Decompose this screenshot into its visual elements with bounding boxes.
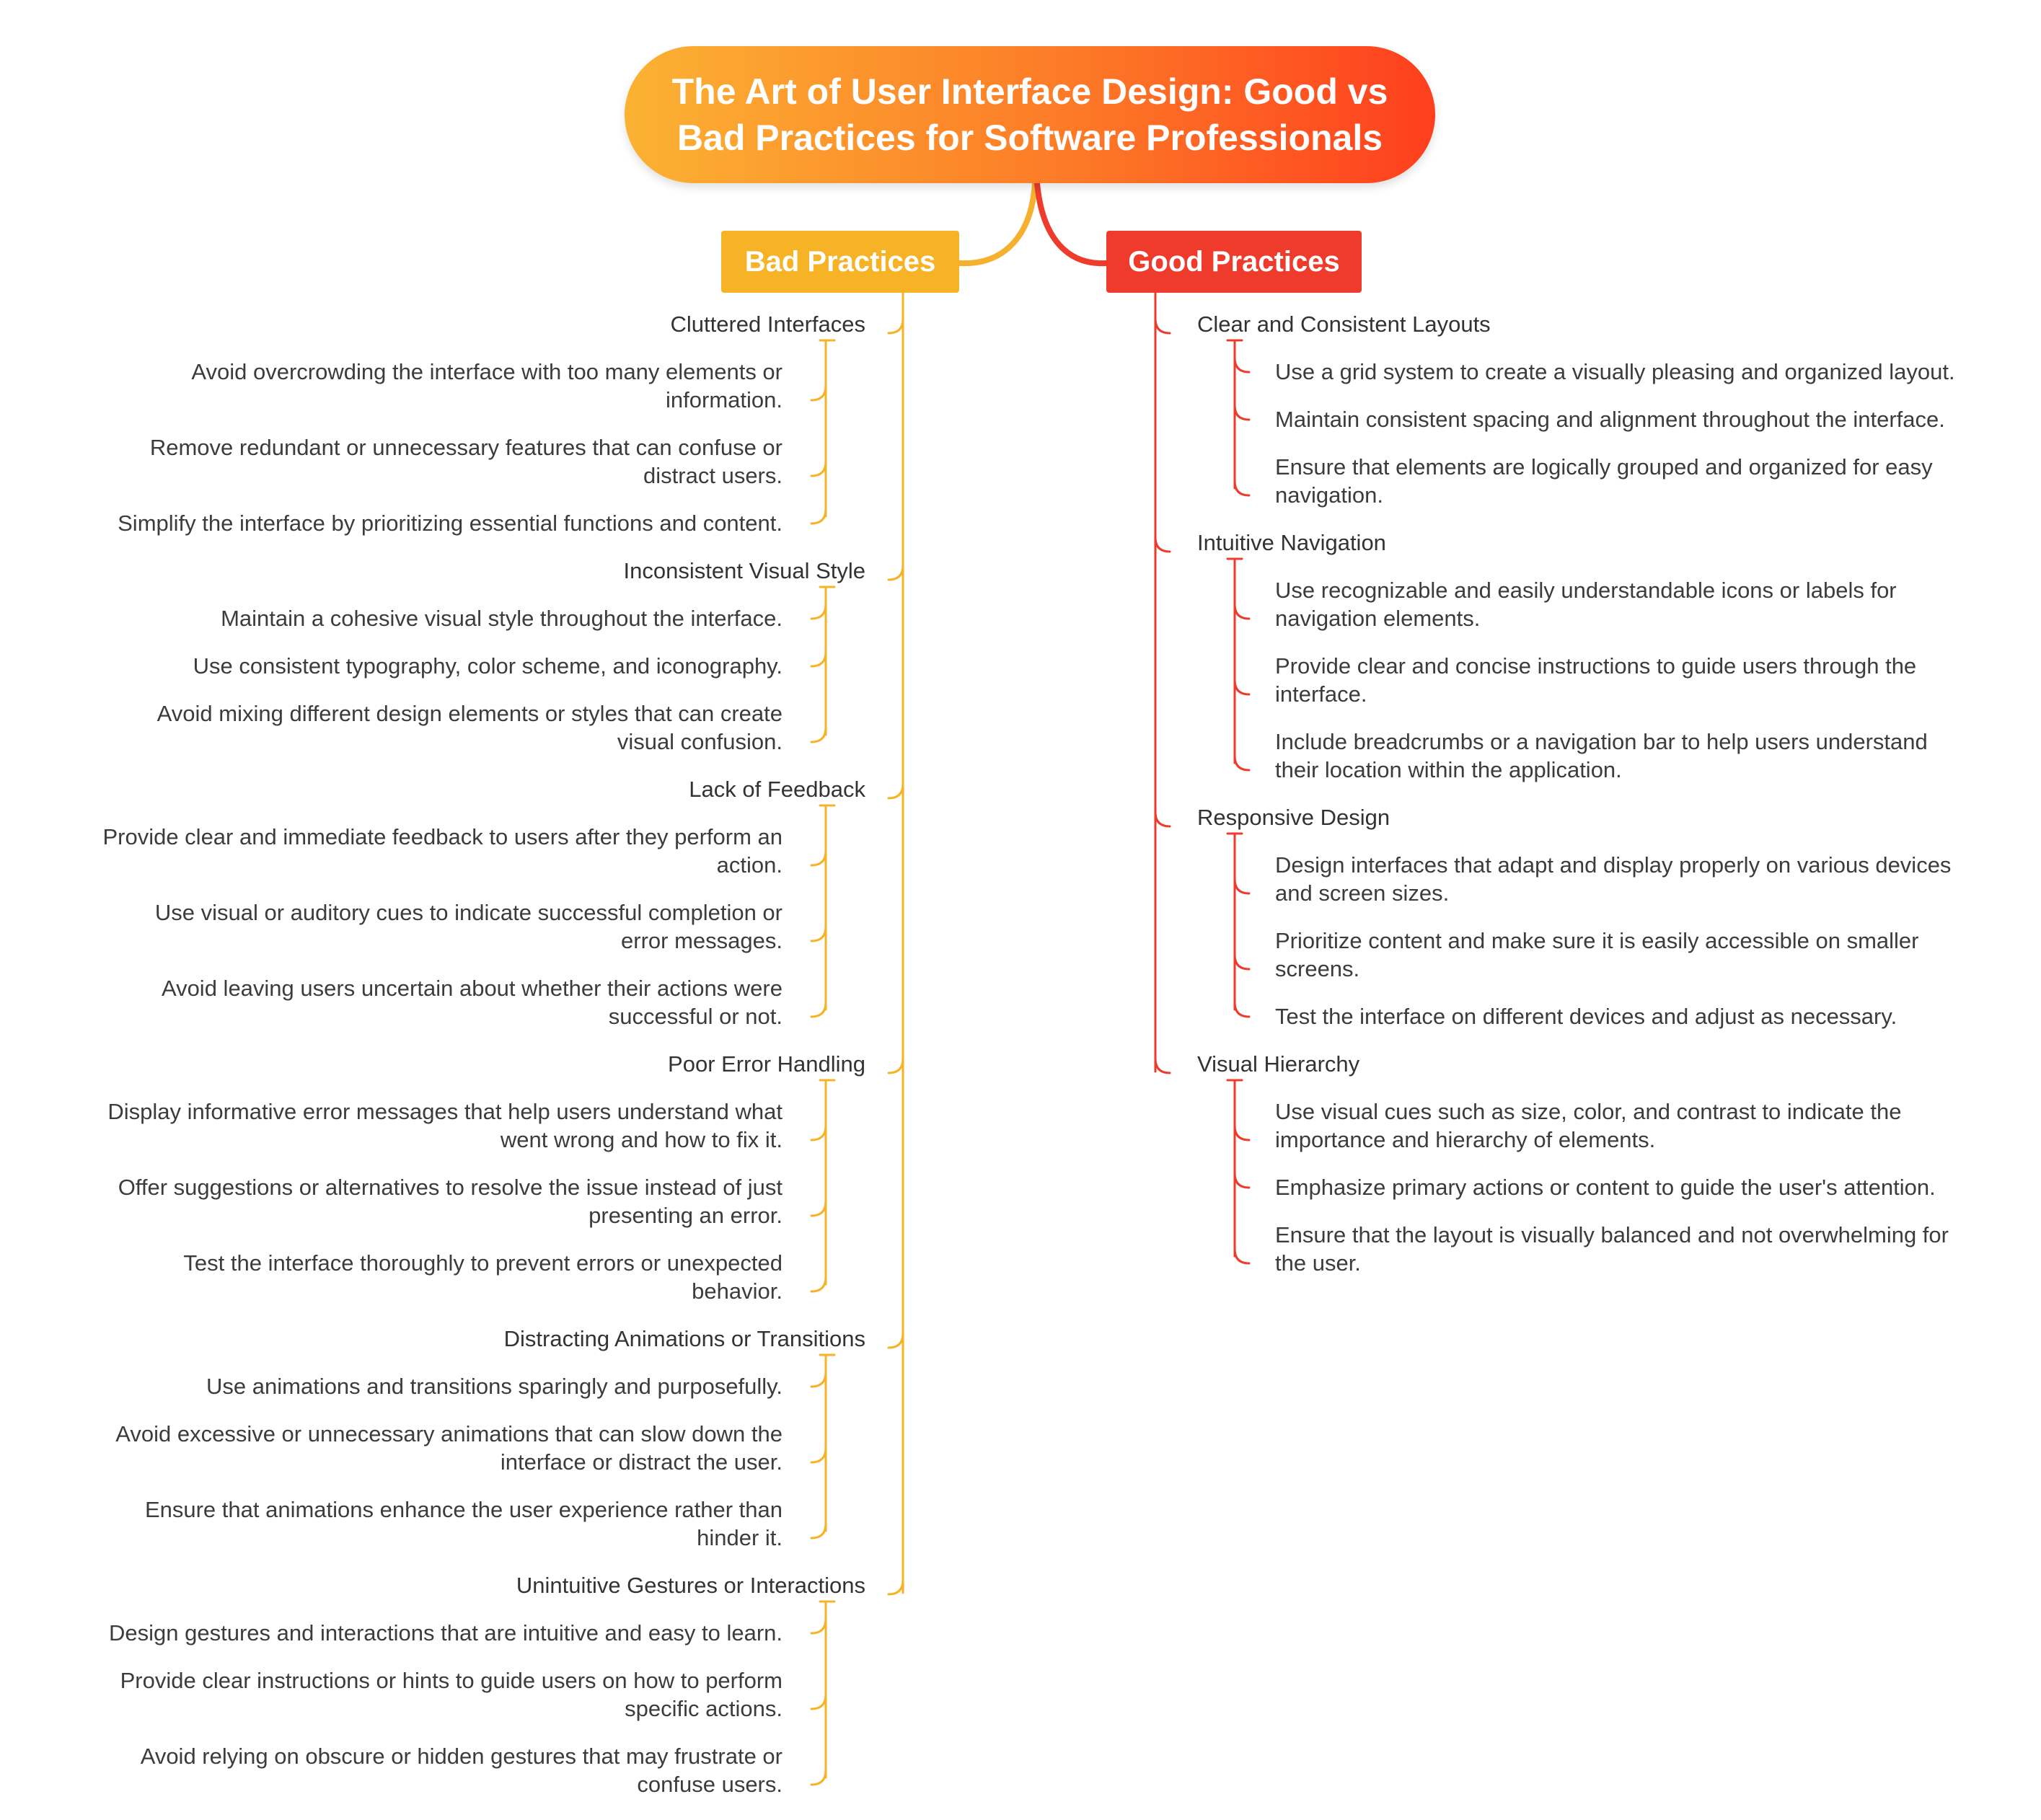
good-item[interactable]: Use visual cues such as size, color, and… xyxy=(1275,1099,1902,1152)
bad-item[interactable]: Simplify the interface by prioritizing e… xyxy=(118,511,783,536)
bad-item[interactable]: Provide clear and immediate feedback to … xyxy=(102,824,783,878)
bad-item[interactable]: Ensure that animations enhance the user … xyxy=(144,1497,783,1550)
bad-item[interactable]: Design gestures and interactions that ar… xyxy=(109,1620,783,1645)
bad-item[interactable]: Provide clear instructions or hints to g… xyxy=(120,1668,783,1721)
branch-good-practices[interactable]: Good Practices xyxy=(1106,231,1362,293)
bad-item[interactable]: Avoid overcrowding the interface with to… xyxy=(191,359,783,412)
bad-topic[interactable]: Poor Error Handling xyxy=(668,1051,865,1077)
good-item[interactable]: Maintain consistent spacing and alignmen… xyxy=(1275,407,1945,432)
bad-item[interactable]: Use animations and transitions sparingly… xyxy=(206,1374,783,1399)
good-item[interactable]: Design interfaces that adapt and display… xyxy=(1275,852,1952,906)
bad-item[interactable]: Remove redundant or unnecessary features… xyxy=(149,435,783,488)
good-item[interactable]: Use a grid system to create a visually p… xyxy=(1275,359,1955,384)
bad-item[interactable]: Offer suggestions or alternatives to res… xyxy=(118,1175,783,1228)
good-topic[interactable]: Clear and Consistent Layouts xyxy=(1197,312,1491,337)
bad-topic[interactable]: Lack of Feedback xyxy=(689,777,865,802)
bad-item[interactable]: Test the interface thoroughly to prevent… xyxy=(183,1250,783,1304)
bad-item[interactable]: Avoid mixing different design elements o… xyxy=(157,701,783,754)
root-topic[interactable]: The Art of User Interface Design: Good v… xyxy=(625,46,1435,183)
bad-topic[interactable]: Distracting Animations or Transitions xyxy=(503,1326,865,1351)
good-topic[interactable]: Responsive Design xyxy=(1197,805,1390,830)
bad-item[interactable]: Avoid relying on obscure or hidden gestu… xyxy=(140,1744,783,1797)
good-item[interactable]: Ensure that elements are logically group… xyxy=(1275,454,1933,508)
good-item[interactable]: Prioritize content and make sure it is e… xyxy=(1275,928,1919,981)
good-topic[interactable]: Visual Hierarchy xyxy=(1197,1051,1360,1077)
bad-item[interactable]: Use visual or auditory cues to indicate … xyxy=(154,900,783,953)
bad-topic[interactable]: Unintuitive Gestures or Interactions xyxy=(516,1573,865,1598)
good-item[interactable]: Include breadcrumbs or a navigation bar … xyxy=(1275,729,1928,782)
good-item[interactable]: Provide clear and concise instructions t… xyxy=(1275,653,1917,707)
bad-item[interactable]: Avoid excessive or unnecessary animation… xyxy=(115,1421,783,1475)
bad-topic[interactable]: Cluttered Interfaces xyxy=(670,312,865,337)
good-item[interactable]: Use recognizable and easily understandab… xyxy=(1275,578,1897,631)
bad-topic[interactable]: Inconsistent Visual Style xyxy=(623,558,865,583)
good-item[interactable]: Ensure that the layout is visually balan… xyxy=(1275,1222,1949,1276)
good-topic[interactable]: Intuitive Navigation xyxy=(1197,530,1386,555)
bad-item[interactable]: Display informative error messages that … xyxy=(107,1099,783,1152)
good-item[interactable]: Emphasize primary actions or content to … xyxy=(1275,1175,1936,1200)
bad-item[interactable]: Maintain a cohesive visual style through… xyxy=(221,606,783,631)
bad-item[interactable]: Avoid leaving users uncertain about whet… xyxy=(161,976,783,1029)
branch-bad-practices[interactable]: Bad Practices xyxy=(721,231,959,293)
bad-item[interactable]: Use consistent typography, color scheme,… xyxy=(193,653,783,679)
good-item[interactable]: Test the interface on different devices … xyxy=(1275,1004,1897,1029)
